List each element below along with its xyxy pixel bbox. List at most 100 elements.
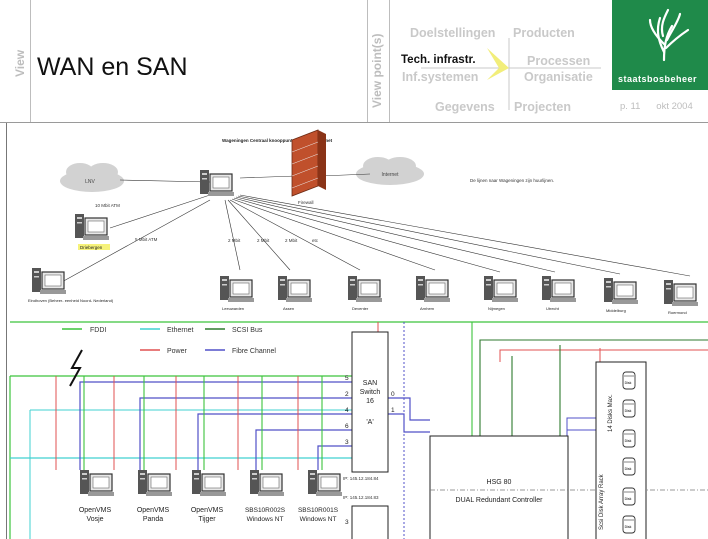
hsg-controller: HSG 80 DUAL Redundant Controller: [429, 435, 708, 539]
site-driebergen: Driebergen: [74, 213, 110, 250]
viewpoint-tech-infrastr[interactable]: Tech. infrastr.: [401, 54, 476, 66]
site-4: Arnhem: [415, 275, 451, 311]
switch-label: Switch: [360, 389, 381, 396]
viewpoint-inf-systemen[interactable]: Inf.systemen: [402, 70, 479, 84]
site-label: Middelburg: [606, 308, 626, 313]
legend-fibre: Fibre Channel: [232, 348, 276, 355]
firewall-label: Firewall: [298, 200, 314, 205]
server-label: SBS10R002S: [245, 507, 286, 514]
server-panda: OpenVMS Panda: [137, 469, 173, 523]
tree-logo-icon: [648, 8, 690, 62]
slide-header: View WAN en SAN View point(s) Doelstelli…: [0, 0, 708, 123]
server-label: Panda: [143, 516, 163, 523]
page-number: p. 11 okt 2004: [620, 101, 693, 112]
viewpoint-processen[interactable]: Processen: [527, 54, 591, 68]
disk-icon: Disk: [622, 457, 636, 476]
rack-label: Scsi Disk Array Rack: [599, 473, 605, 530]
site-1: Leeuwarden: [219, 275, 255, 311]
ip-label: IP: 145.12.184.84: [343, 476, 379, 481]
switch-port: 6: [345, 423, 349, 430]
disk-icon: Disk: [622, 371, 636, 390]
viewpoint-organisatie[interactable]: Organisatie: [524, 70, 593, 84]
site-eindhoven: Eindhoven (Beheer- eenheid Noord- Nederl…: [28, 267, 114, 303]
scsi-links: [479, 339, 708, 436]
header-divider: [367, 0, 368, 123]
server-sbs10r001s: SBS10R001S Windows NT: [298, 469, 343, 523]
server-label: OpenVMS: [79, 507, 112, 514]
cloud-lnv-label: LNV: [85, 179, 95, 185]
disk-label: Disk: [625, 497, 632, 501]
disk-icon: Disk: [622, 515, 636, 534]
switch-port: 2: [345, 391, 349, 398]
switch-label: 16: [366, 398, 374, 405]
switch-port: 0: [391, 391, 395, 398]
server-label: SBS10R001S: [298, 507, 339, 514]
cloud-internet: Internet: [356, 157, 424, 185]
legend-scsi: SCSI Bus: [232, 327, 263, 334]
site-label: Nijmegen: [488, 306, 505, 311]
switch-port: 5: [345, 375, 349, 382]
site-3: Deventer: [347, 275, 383, 311]
link-label-atm5: 5 Mbit ATM: [135, 237, 158, 242]
server-vosje: OpenVMS Vosje: [79, 469, 115, 523]
disk-label: Disk: [625, 381, 632, 385]
power-lines: [55, 322, 708, 470]
brand-logo: [612, 0, 708, 90]
site-label: Eindhoven (Beheer- eenheid Noord- Nederl…: [28, 298, 114, 303]
site-label: Assen: [283, 306, 294, 311]
wan-note: De lijnen naar Wageningen zijn huurlijne…: [470, 178, 554, 183]
hsg-label: HSG 80: [487, 479, 512, 486]
server-sbs10r002s: SBS10R002S Windows NT: [245, 469, 286, 523]
cloud-lnv: LNV: [60, 163, 124, 192]
server-label: OpenVMS: [191, 507, 224, 514]
switch-label: SAN: [363, 380, 377, 387]
site-7: Middelburg: [603, 277, 639, 313]
viewpoint-gegevens[interactable]: Gegevens: [435, 100, 495, 114]
switch-port: 3: [345, 439, 349, 446]
brand-name: staatsbosbeheer: [618, 74, 698, 84]
site-2: Assen: [277, 275, 313, 311]
server-label: Windows NT: [247, 516, 284, 523]
switch-label: 'A': [366, 419, 373, 426]
site-label: Deventer: [352, 306, 369, 311]
viewpoint-doelstellingen[interactable]: Doelstellingen: [410, 26, 496, 40]
link-label-2mb: 2 Mbit: [228, 238, 241, 243]
viewpoint-compass: [421, 38, 601, 110]
site-label: Leeuwarden: [222, 306, 244, 311]
page-date: okt 2004: [656, 101, 693, 112]
site-label: Driebergen: [80, 245, 103, 250]
legend-power: Power: [167, 348, 188, 355]
hsg-label: DUAL Redundant Controller: [456, 497, 544, 504]
legend: FDDI Ethernet SCSI Bus Power Fibre Chann…: [62, 327, 276, 355]
disk-label: Disk: [625, 439, 632, 443]
site-5: Nijmegen: [483, 275, 519, 311]
link-label-2mb: 2 Mbit: [257, 238, 270, 243]
rack-fibre: [566, 417, 596, 436]
wan-links: [59, 173, 691, 284]
site-8: Roermond: [663, 279, 699, 315]
rack-max-label: 14 Disks Max.: [608, 394, 614, 432]
site-label: Arnhem: [420, 306, 435, 311]
disk-label: Disk: [625, 409, 632, 413]
hub-label: Wageningen Centraal knooppunt van het AG…: [222, 138, 333, 143]
switch-port: 1: [391, 407, 395, 414]
disk-label: Disk: [625, 467, 632, 471]
disk-icon: Disk: [622, 487, 636, 506]
disk-icon: Disk: [622, 429, 636, 448]
header-divider: [389, 0, 390, 123]
server-label: Vosje: [86, 516, 103, 523]
site-label: Utrecht: [546, 306, 560, 311]
san-switch-b: [351, 505, 389, 539]
fddi-drops: [83, 322, 473, 470]
disk-label: Disk: [625, 525, 632, 529]
legend-ethernet: Ethernet: [167, 327, 194, 334]
switch-port: 4: [345, 407, 349, 414]
firewall-icon: Firewall: [291, 129, 326, 205]
disk-array-rack: 14 Disks Max. Scsi Disk Array Rack Disk …: [595, 361, 647, 539]
viewpoint-producten[interactable]: Producten: [513, 26, 575, 40]
link-label-atm10: 10 Mbit ATM: [95, 203, 120, 208]
cloud-internet-label: Internet: [382, 172, 400, 178]
link-label-etc: etc: [312, 238, 319, 243]
viewpoint-projecten[interactable]: Projecten: [514, 100, 571, 114]
server-label: OpenVMS: [137, 507, 170, 514]
